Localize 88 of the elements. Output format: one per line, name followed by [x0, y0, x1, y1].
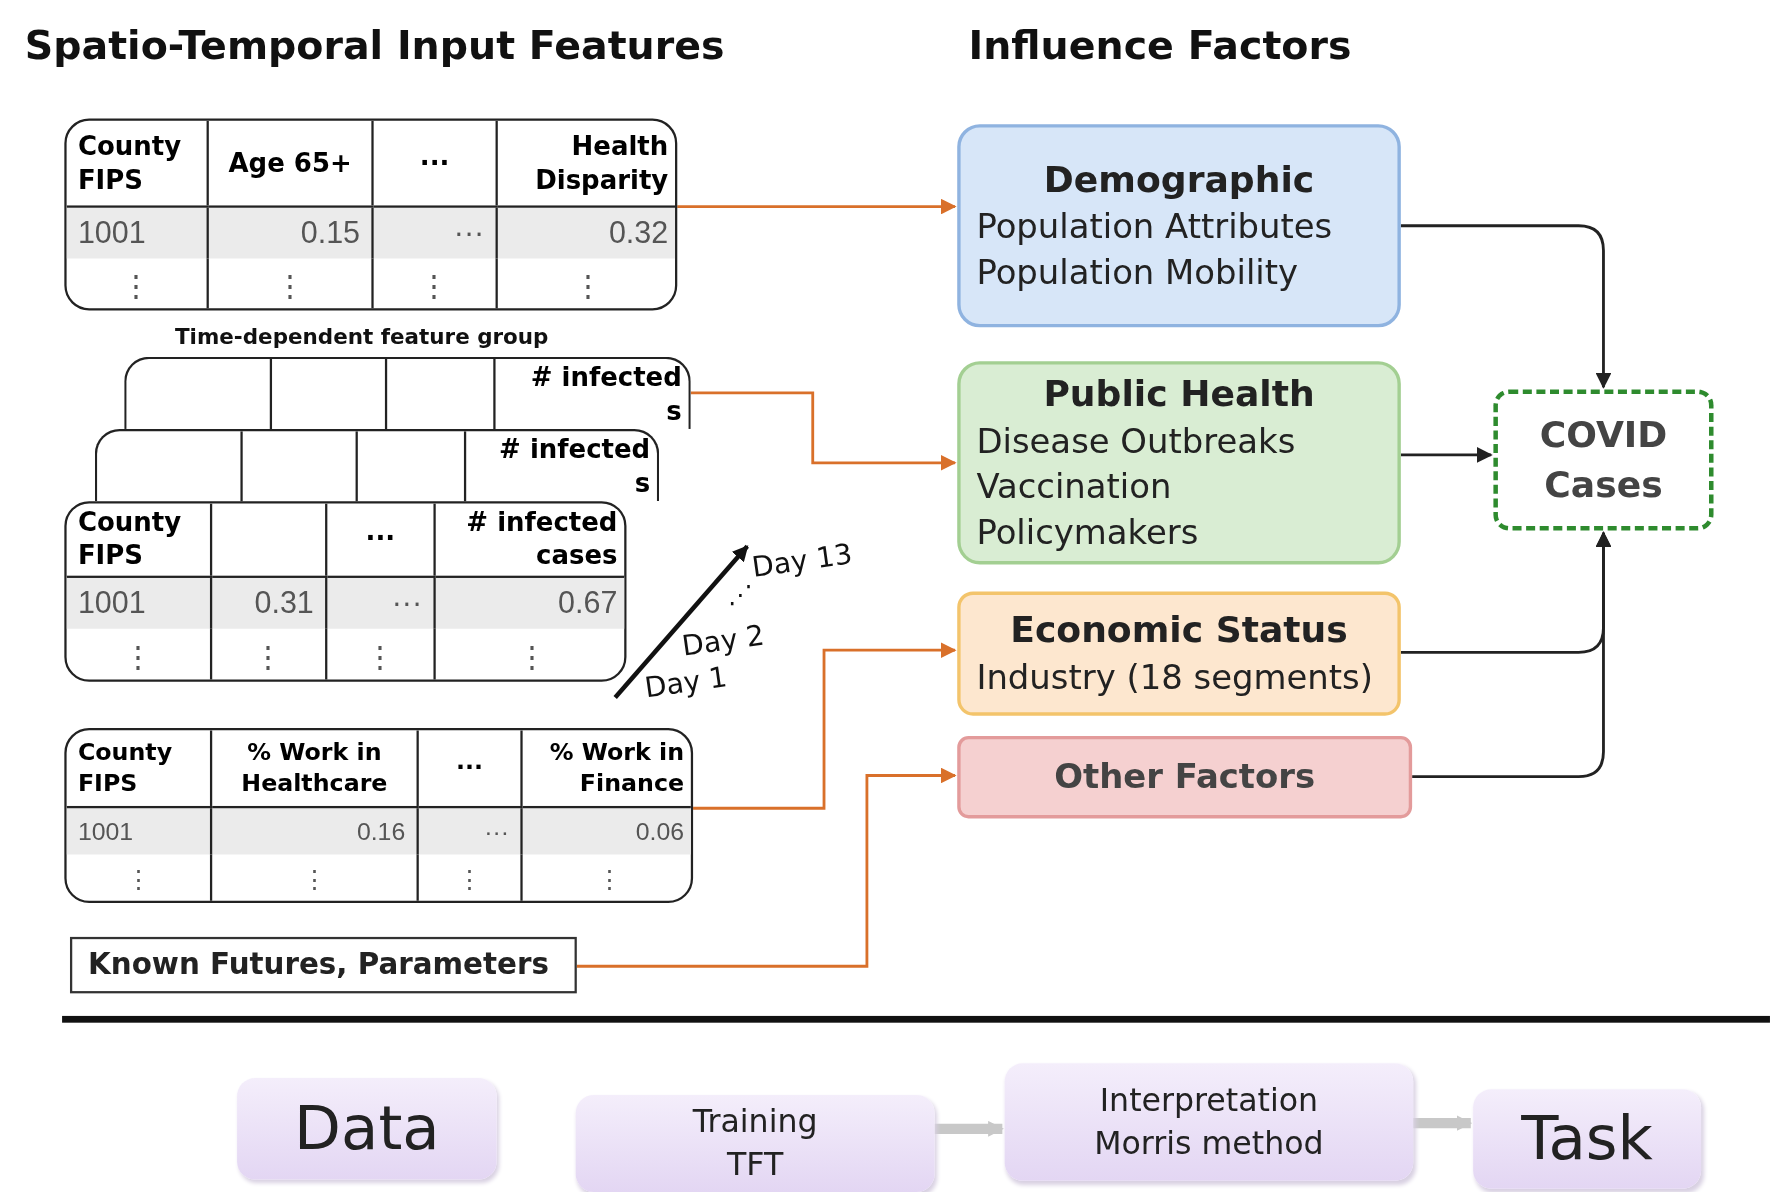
- stage-box: [575, 1094, 935, 1192]
- data-value: ⋮: [123, 638, 154, 675]
- data-value: ⋮: [125, 865, 151, 895]
- data-value: 0.06: [635, 816, 685, 847]
- column-header: s: [665, 395, 682, 428]
- arrow: [1400, 447, 1493, 463]
- stage-box: [1473, 1089, 1702, 1189]
- column-header: Health Disparity: [534, 129, 669, 197]
- stage-label: Task: [1521, 1101, 1653, 1176]
- data-value: 0.67: [558, 585, 618, 621]
- data-value: ···: [453, 215, 485, 251]
- arrow: [1412, 531, 1612, 778]
- box-heading: Demographic: [1043, 156, 1315, 203]
- day-label: Day 13: [750, 537, 855, 584]
- box-text: Industry (18 segments): [976, 656, 1373, 699]
- stage-box: [237, 1078, 497, 1180]
- data-value: ⋮: [301, 865, 327, 895]
- group-caption: Time-dependent feature group: [174, 323, 549, 349]
- data-value: ⋮: [596, 865, 622, 895]
- stage-label: Morris method: [1094, 1123, 1324, 1164]
- column-header: ···: [455, 752, 485, 783]
- factor-box: [957, 736, 1413, 819]
- box-heading: Public Health: [1043, 371, 1315, 417]
- arrow: [934, 1120, 1004, 1137]
- box-heading: Other Factors: [1054, 755, 1316, 799]
- data-value: 0.31: [254, 585, 314, 621]
- data-value: ⋮: [457, 865, 482, 895]
- stage-label: Data: [294, 1091, 440, 1166]
- data-value: ⋮: [253, 638, 284, 675]
- day-label: Day 1: [642, 660, 730, 705]
- stage-label: Interpretation: [1099, 1080, 1319, 1121]
- day-label: Day 2: [679, 618, 767, 663]
- column-header: County FIPS: [77, 129, 183, 196]
- data-value: ⋮: [121, 267, 152, 304]
- column-header: County FIPS: [77, 737, 174, 799]
- box-text: Vaccination: [976, 465, 1172, 509]
- data-value: ⋮: [365, 638, 396, 675]
- stage-label: Training: [692, 1102, 818, 1143]
- ellipsis-mark: ⋰: [728, 580, 753, 609]
- data-value: ⋮: [573, 267, 604, 304]
- box-text: Disease Outbreaks: [976, 419, 1296, 463]
- factor-box: [957, 361, 1401, 565]
- data-value: ⋮: [419, 267, 450, 304]
- box-text: Population Attributes: [976, 205, 1333, 249]
- data-table: [64, 728, 694, 904]
- box-text: Policymakers: [976, 511, 1199, 554]
- data-value: 1001: [77, 585, 146, 621]
- section-heading: Spatio-Temporal Input Features: [24, 22, 725, 68]
- column-header: s: [633, 467, 651, 500]
- column-header: % Work in Healthcare: [240, 737, 389, 799]
- outcome-box: [1493, 389, 1714, 531]
- arrow: [693, 642, 957, 810]
- column-header: County FIPS: [77, 505, 183, 572]
- box-text: Population Mobility: [976, 251, 1299, 294]
- stage-box: [1004, 1063, 1414, 1181]
- column-header: ···: [364, 522, 397, 556]
- box-heading: COVID Cases: [1538, 412, 1669, 508]
- section-heading: Influence Factors: [968, 22, 1352, 68]
- data-value: 0.32: [608, 215, 669, 251]
- arrow: [690, 391, 957, 471]
- box-heading: Economic Status: [1010, 607, 1348, 654]
- parameter-box: [70, 936, 577, 994]
- data-value: 1001: [77, 215, 146, 251]
- data-value: ⋮: [274, 267, 306, 304]
- data-table: [64, 118, 678, 311]
- stage-label: TFT: [727, 1144, 784, 1185]
- column-header: % Work in Finance: [548, 737, 685, 799]
- data-value: ···: [391, 585, 423, 621]
- arrow: [1400, 224, 1612, 389]
- column-header: ···: [418, 146, 451, 179]
- column-header: # infected cases: [465, 505, 618, 572]
- arrow: [1413, 1115, 1473, 1132]
- column-header: Age 65+: [227, 146, 353, 180]
- arrow: [576, 767, 957, 968]
- data-value: 0.16: [356, 816, 406, 847]
- column-header: # infected: [498, 433, 651, 467]
- column-header: # infected: [529, 361, 682, 394]
- data-table: [94, 428, 660, 502]
- data-table: [124, 356, 691, 429]
- data-value: 1001: [77, 816, 134, 847]
- factor-box: [957, 591, 1401, 716]
- box-heading: Known Futures, Parameters: [88, 946, 549, 984]
- data-value: 0.15: [300, 215, 361, 251]
- data-table: [64, 501, 627, 682]
- arrow: [677, 198, 957, 215]
- factor-box: [957, 124, 1401, 328]
- data-value: ⋮: [517, 638, 548, 675]
- data-value: ···: [484, 816, 510, 847]
